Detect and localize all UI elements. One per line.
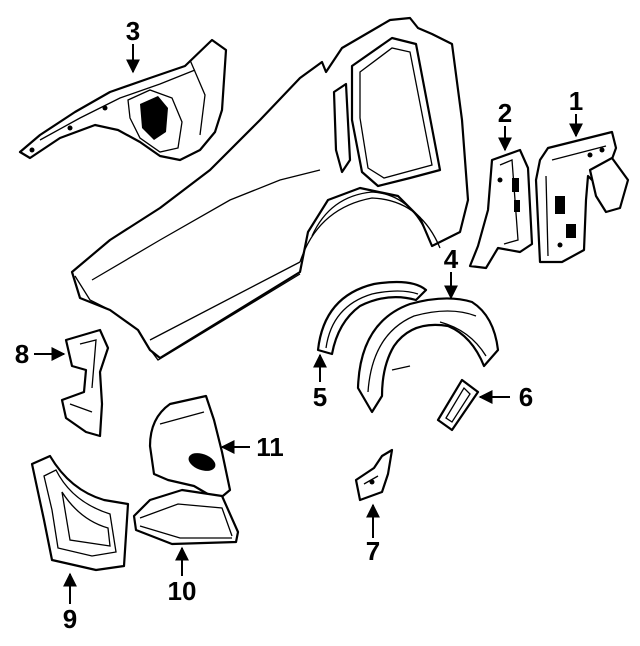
callout-11: 11 bbox=[256, 432, 284, 462]
part-3-inner-apron bbox=[18, 38, 228, 162]
callout-10: 10 bbox=[168, 576, 197, 606]
quarter-panel bbox=[70, 16, 470, 361]
callout-labels: 3 2 1 4 5 6 7 8 11 10 9 bbox=[15, 16, 583, 634]
part-7-bracket bbox=[354, 448, 394, 502]
callout-3: 3 bbox=[126, 16, 140, 46]
part-4-wheelhouse-inner bbox=[356, 297, 500, 414]
part-11-splash-shield bbox=[148, 394, 232, 502]
part-8-extension bbox=[60, 328, 110, 438]
callout-8: 8 bbox=[15, 339, 29, 369]
part-10-lower-panel bbox=[132, 488, 240, 546]
callout-7: 7 bbox=[366, 536, 380, 566]
callout-9: 9 bbox=[63, 604, 77, 634]
callout-1: 1 bbox=[569, 86, 583, 116]
callout-2: 2 bbox=[498, 98, 512, 128]
part-6-plate bbox=[436, 378, 480, 432]
part-9-rear-extension bbox=[30, 454, 130, 572]
part-5-wheelhouse-outer bbox=[316, 280, 428, 356]
leader-lines bbox=[34, 44, 583, 604]
part-2-pillar-bracket bbox=[468, 148, 534, 270]
part-1-inner-quarter bbox=[534, 130, 630, 264]
callout-6: 6 bbox=[519, 382, 533, 412]
callout-4: 4 bbox=[444, 244, 459, 274]
callout-5: 5 bbox=[313, 382, 327, 412]
